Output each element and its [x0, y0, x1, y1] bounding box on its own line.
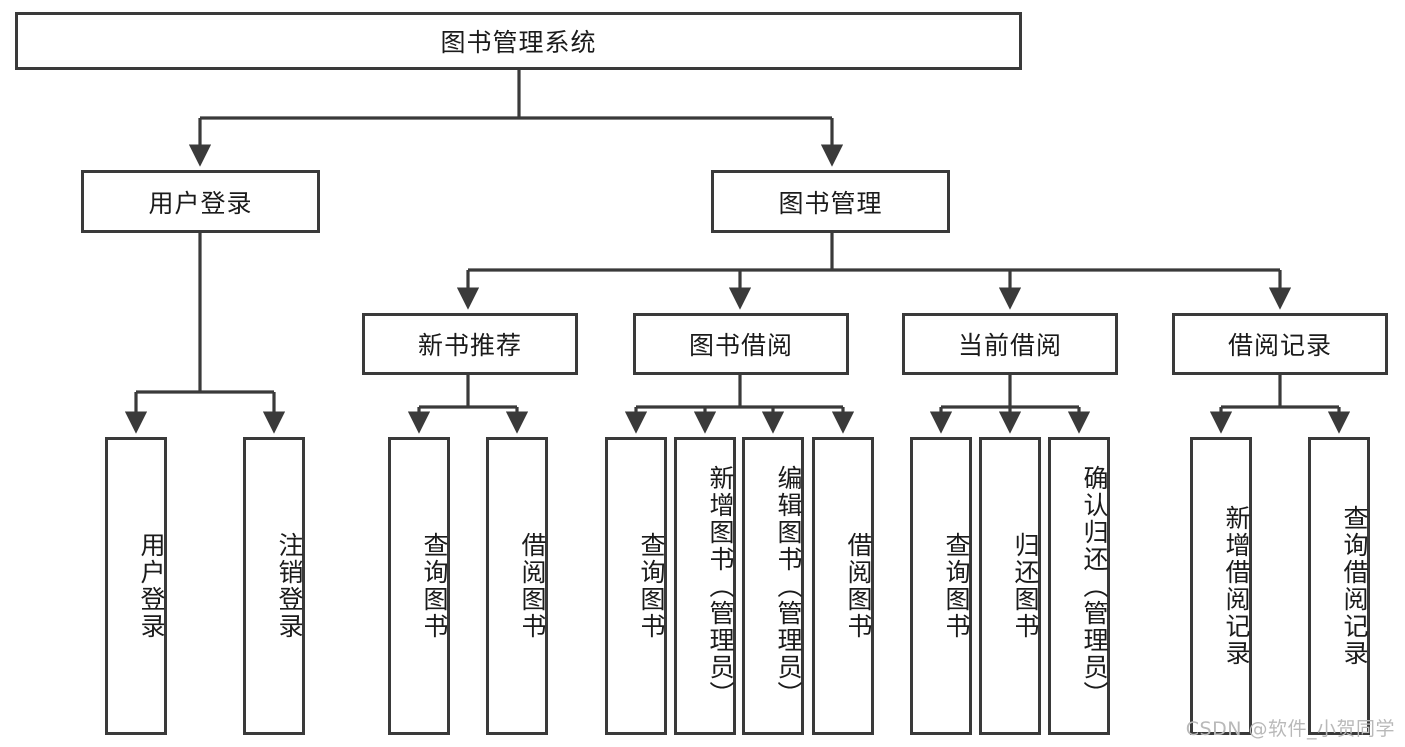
- node-leaf-borrow-book-1-label: 借阅图书: [518, 532, 547, 640]
- node-current-borrow-label: 当前借阅: [957, 331, 1062, 360]
- node-leaf-edit-book[interactable]: 编辑图书（管理员）: [742, 437, 804, 735]
- node-leaf-query-record-label: 查询借阅记录: [1340, 505, 1369, 667]
- node-leaf-query-book-1-label: 查询图书: [420, 532, 449, 640]
- node-leaf-edit-book-label: 编辑图书（管理员）: [774, 464, 803, 708]
- node-leaf-add-book[interactable]: 新增图书（管理员）: [674, 437, 736, 735]
- node-new-book-rec-label: 新书推荐: [417, 331, 522, 360]
- node-leaf-user-login[interactable]: 用户登录: [105, 437, 167, 735]
- node-leaf-query-book-3-label: 查询图书: [942, 532, 971, 640]
- node-borrow-record[interactable]: 借阅记录: [1172, 313, 1388, 375]
- node-book-borrow-label: 图书借阅: [688, 331, 793, 360]
- node-current-borrow[interactable]: 当前借阅: [902, 313, 1118, 375]
- node-leaf-return-book[interactable]: 归还图书: [979, 437, 1041, 735]
- node-leaf-query-book-3[interactable]: 查询图书: [910, 437, 972, 735]
- node-user-login-label: 用户登录: [148, 188, 253, 218]
- node-leaf-logout-label: 注销登录: [275, 532, 304, 640]
- node-new-book-rec[interactable]: 新书推荐: [362, 313, 578, 375]
- node-leaf-add-record[interactable]: 新增借阅记录: [1190, 437, 1252, 735]
- node-book-borrow[interactable]: 图书借阅: [633, 313, 849, 375]
- node-leaf-query-book-1[interactable]: 查询图书: [388, 437, 450, 735]
- node-leaf-borrow-book-1[interactable]: 借阅图书: [486, 437, 548, 735]
- node-leaf-add-book-label: 新增图书（管理员）: [706, 464, 735, 708]
- node-leaf-add-record-label: 新增借阅记录: [1222, 505, 1251, 667]
- node-leaf-user-login-label: 用户登录: [137, 532, 166, 640]
- node-leaf-confirm-return-label: 确认归还（管理员）: [1080, 464, 1109, 708]
- node-leaf-query-book-2[interactable]: 查询图书: [605, 437, 667, 735]
- node-leaf-return-book-label: 归还图书: [1011, 532, 1040, 640]
- node-leaf-logout[interactable]: 注销登录: [243, 437, 305, 735]
- node-root-label: 图书管理系统: [440, 28, 597, 57]
- node-leaf-confirm-return[interactable]: 确认归还（管理员）: [1048, 437, 1110, 735]
- node-book-manage[interactable]: 图书管理: [711, 170, 950, 233]
- node-leaf-borrow-book-2[interactable]: 借阅图书: [812, 437, 874, 735]
- node-leaf-query-book-2-label: 查询图书: [637, 532, 666, 640]
- node-root[interactable]: 图书管理系统: [15, 12, 1022, 70]
- node-leaf-query-record[interactable]: 查询借阅记录: [1308, 437, 1370, 735]
- node-book-manage-label: 图书管理: [778, 188, 883, 218]
- node-leaf-borrow-book-2-label: 借阅图书: [844, 532, 873, 640]
- node-user-login[interactable]: 用户登录: [81, 170, 320, 233]
- csdn-watermark: CSDN @软件_小贺同学: [1185, 718, 1395, 740]
- node-borrow-record-label: 借阅记录: [1227, 331, 1332, 360]
